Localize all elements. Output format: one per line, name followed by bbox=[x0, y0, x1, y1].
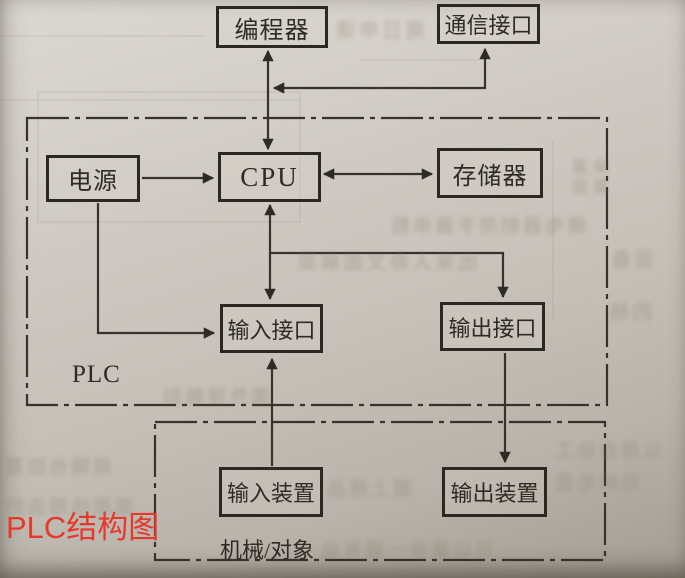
red-caption-overlay: PLC结构图 bbox=[6, 510, 160, 545]
output-device-block: 输出装置 bbox=[442, 467, 547, 517]
bleed-through-text: 出来人命文图解菜 bbox=[294, 252, 478, 274]
cpu-label: CPU bbox=[240, 161, 299, 192]
machine-boundary-box bbox=[153, 420, 607, 562]
bleed-through-text: 面面估用去的 bbox=[2, 497, 135, 518]
bleed-through-text: 继电器制用手器串粗 bbox=[388, 216, 587, 237]
power-supply-block: 电源 bbox=[46, 155, 140, 202]
communication-interface-label: 通信接口 bbox=[444, 13, 533, 38]
power-supply-label: 电源 bbox=[68, 169, 118, 195]
bleed-through-text: 设备 bbox=[608, 249, 654, 271]
programmer-label: 编程器 bbox=[234, 17, 310, 44]
bleed-through-text: 可以最存一辑有益 bbox=[318, 540, 495, 561]
programmer-block: 编程器 bbox=[216, 6, 328, 48]
bleed-through-text: 的格 bbox=[606, 302, 652, 324]
bleed-through-text: 以用自动工 bbox=[552, 441, 663, 462]
bleed-through-text: 图外接触别 bbox=[160, 387, 271, 408]
bleed-through-text: 规辑也拉直 bbox=[2, 457, 113, 478]
output-device-label: 输出装置 bbox=[450, 481, 539, 506]
input-device-label: 输入装置 bbox=[226, 481, 315, 506]
arrow-cpu-comm-interface bbox=[272, 47, 491, 94]
cpu-block: CPU bbox=[218, 152, 321, 202]
memory-label: 存储器 bbox=[452, 163, 528, 190]
plc-boundary-box bbox=[25, 116, 609, 407]
bleed-through-text: 南日申请 bbox=[333, 20, 425, 42]
arrow-power-input-interface bbox=[96, 203, 216, 339]
output-interface-label: 输出接口 bbox=[448, 315, 537, 341]
communication-interface-block: 通信接口 bbox=[437, 4, 540, 44]
plc-boundary-label: PLC bbox=[72, 361, 121, 388]
memory-block: 存储器 bbox=[437, 148, 543, 198]
bleed-through-text: 图上搭品 bbox=[324, 479, 413, 500]
bleed-through-text: 司织毛显 bbox=[552, 473, 641, 494]
input-interface-block: 输入接口 bbox=[220, 304, 323, 353]
arrow-cpu-output-interface bbox=[270, 251, 509, 299]
output-interface-block: 输出接口 bbox=[440, 302, 545, 351]
input-device-block: 输入装置 bbox=[219, 467, 323, 517]
input-interface-label: 输入接口 bbox=[227, 317, 316, 343]
machine-boundary-label: 机械/对象 bbox=[220, 538, 315, 563]
bleed-through-text: 来源 蒸润 bbox=[569, 158, 609, 197]
